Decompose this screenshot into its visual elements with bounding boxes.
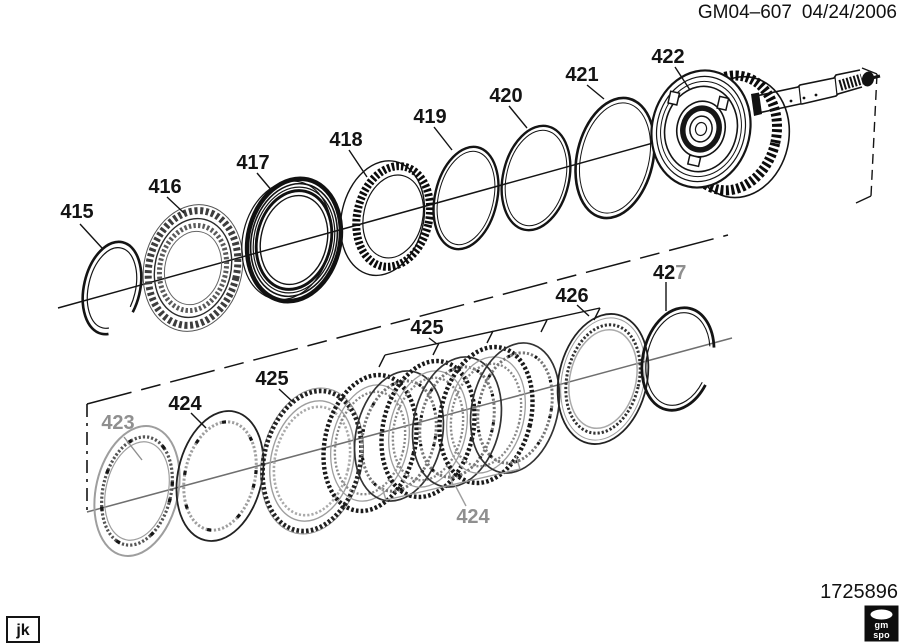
callout-424-left: 424 <box>168 393 202 415</box>
callout-422: 422 <box>651 46 684 68</box>
doc-number: 1725896 <box>820 581 898 603</box>
leader-424-left <box>190 412 207 429</box>
leader-423 <box>123 436 143 461</box>
callout-416: 416 <box>148 176 181 198</box>
part-419-ring <box>432 145 500 251</box>
callout-421: 421 <box>565 64 598 86</box>
part-418-toothed-band <box>339 160 435 277</box>
callout-423: 423 <box>101 412 134 434</box>
fold-line <box>86 234 729 405</box>
callout-418: 418 <box>329 129 362 151</box>
part-423-plate <box>93 425 181 557</box>
part-427-snap-ring <box>640 306 716 412</box>
leader-420 <box>508 105 528 129</box>
callout-425-stack: 425 <box>410 317 443 339</box>
part-421-ring <box>574 96 656 220</box>
header-doc-code: GM04–607 <box>698 2 792 23</box>
bracket-424 <box>381 455 521 507</box>
leader-416 <box>166 196 185 214</box>
callout-427-suffix: 7 <box>675 262 686 284</box>
leader-422 <box>674 66 691 91</box>
part-417-band-ring <box>241 176 344 304</box>
callout-415: 415 <box>60 201 93 223</box>
leader-417 <box>256 172 274 193</box>
spline <box>838 73 864 91</box>
part-422-drum-assembly <box>650 67 881 204</box>
clutch-plate-stack <box>321 342 561 514</box>
leader-419 <box>433 126 453 151</box>
part-420-ring <box>500 124 572 232</box>
leader-425-left <box>278 388 294 403</box>
leader-418 <box>348 149 368 178</box>
artist-initials-box: jk <box>6 616 40 643</box>
callout-417: 417 <box>236 152 269 174</box>
artist-initials: jk <box>15 622 29 639</box>
leader-426 <box>576 304 590 317</box>
header-text: GM04–607 04/24/2006 <box>698 2 897 23</box>
gm-spo-logo-ellipse <box>870 609 893 620</box>
bracket-425 <box>378 307 601 368</box>
callout-420: 420 <box>489 85 522 107</box>
header-date: 04/24/2006 <box>802 2 897 23</box>
gm-spo-logo-line1: gm <box>875 620 889 630</box>
shaft-extent-bracket <box>855 67 878 204</box>
shaft <box>751 69 881 116</box>
callout-424-stack: 424 <box>456 506 490 528</box>
callout-419: 419 <box>413 106 446 128</box>
leader-415 <box>79 223 103 249</box>
callout-425-left: 425 <box>255 368 288 390</box>
leader-421 <box>586 84 605 100</box>
gm-spo-logo: gm spo <box>864 605 899 642</box>
part-416-toothed-ring <box>142 204 244 332</box>
leader-lines <box>79 66 691 429</box>
part-415-snap-ring <box>81 240 143 336</box>
callout-427: 427 <box>653 262 686 284</box>
part-425-plate-left <box>260 387 364 535</box>
callout-426: 426 <box>555 285 588 307</box>
gm-spo-logo-line2: spo <box>873 630 890 640</box>
callout-427-prefix: 42 <box>653 262 675 284</box>
